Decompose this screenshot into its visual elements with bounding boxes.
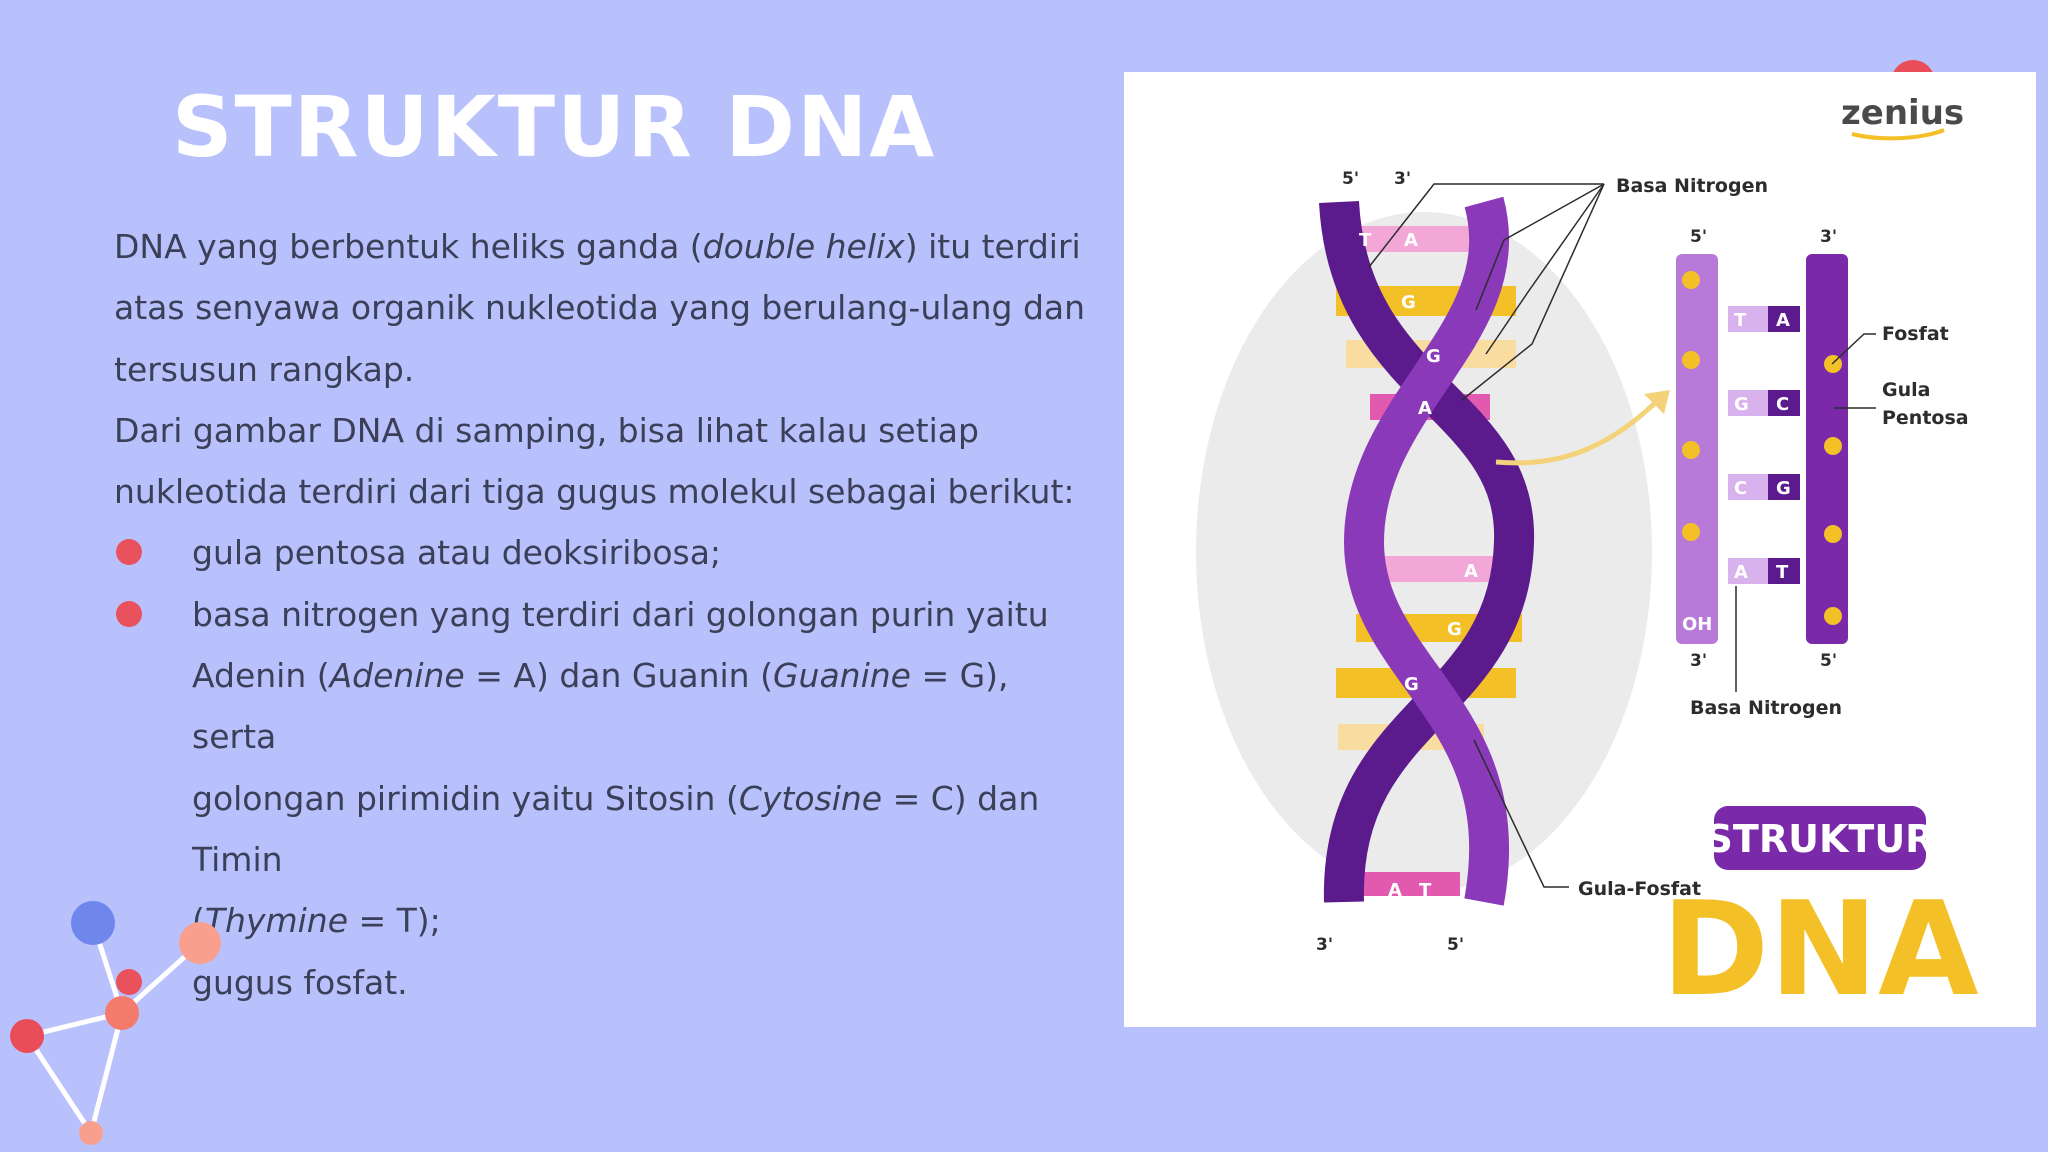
svg-text:A: A	[1464, 561, 1478, 582]
svg-text:OH: OH	[1682, 614, 1712, 635]
svg-text:G: G	[1401, 292, 1416, 313]
svg-text:A: A	[1418, 398, 1432, 419]
svg-text:A: A	[1734, 562, 1748, 583]
svg-text:3': 3'	[1394, 169, 1411, 189]
svg-text:A: A	[1404, 230, 1418, 251]
list-item-fosfat: gugus fosfat.	[114, 952, 1094, 1013]
svg-text:T: T	[1734, 310, 1747, 331]
dna-illustration: T A G G A A G G A T 5' 3' 3' 5' Basa Nit…	[1196, 93, 1979, 1025]
slide-title: STRUKTUR DNA	[172, 78, 937, 176]
bullet-dot-icon	[116, 968, 142, 995]
badge-struktur: STRUKTUR	[1706, 817, 1935, 861]
svg-text:5': 5'	[1820, 651, 1837, 671]
para2-line-1: Dari gambar DNA di samping, bisa lihat k…	[114, 410, 979, 450]
intro-line-3: tersusun rangkap.	[114, 349, 415, 389]
svg-text:5': 5'	[1342, 169, 1359, 189]
list-item-basa: basa nitrogen yang terdiri dari golongan…	[114, 584, 1094, 952]
svg-text:G: G	[1404, 674, 1419, 695]
intro-line-2: atas senyawa organik nukleotida yang ber…	[114, 288, 1086, 328]
bullet-dot-icon	[116, 539, 142, 566]
svg-text:3': 3'	[1316, 935, 1333, 955]
para2-line-2: nukleotida terdiri dari tiga gugus molek…	[114, 472, 1075, 512]
svg-text:3': 3'	[1690, 651, 1707, 671]
svg-text:G: G	[1447, 619, 1462, 640]
list-item-gula: gula pentosa atau deoksiribosa;	[114, 522, 1094, 583]
svg-text:Gula: Gula	[1882, 379, 1930, 401]
svg-text:Pentosa: Pentosa	[1882, 407, 1969, 429]
svg-text:3': 3'	[1820, 227, 1837, 247]
slide-body: DNA yang berbentuk heliks ganda (double …	[114, 216, 1094, 1013]
svg-text:G: G	[1776, 478, 1791, 499]
bullet-dot-icon	[116, 600, 142, 627]
svg-text:G: G	[1734, 394, 1749, 415]
svg-text:A: A	[1776, 310, 1790, 331]
badge-dna: DNA	[1661, 873, 1978, 1025]
svg-text:5': 5'	[1690, 227, 1707, 247]
molecule-decoration-icon	[10, 901, 221, 1145]
svg-text:Fosfat: Fosfat	[1882, 323, 1949, 345]
svg-text:Basa Nitrogen: Basa Nitrogen	[1616, 175, 1768, 197]
svg-text:T: T	[1359, 230, 1372, 251]
svg-text:C: C	[1734, 478, 1747, 499]
svg-text:Gula-Fosfat: Gula-Fosfat	[1578, 878, 1701, 900]
dna-figure: T A G G A A G G A T 5' 3' 3' 5' Basa Nit…	[1124, 72, 2036, 1027]
svg-text:Basa Nitrogen: Basa Nitrogen	[1690, 697, 1842, 719]
svg-text:A: A	[1388, 880, 1402, 901]
svg-text:T: T	[1419, 880, 1432, 901]
intro-line-1: DNA yang berbentuk heliks ganda (double …	[114, 227, 1081, 266]
zenius-logo: zenius	[1841, 93, 1964, 133]
svg-text:5': 5'	[1447, 935, 1464, 955]
svg-text:G: G	[1426, 346, 1441, 367]
component-list: gula pentosa atau deoksiribosa; basa nit…	[114, 522, 1094, 1012]
svg-text:C: C	[1776, 394, 1789, 415]
svg-text:T: T	[1776, 562, 1789, 583]
